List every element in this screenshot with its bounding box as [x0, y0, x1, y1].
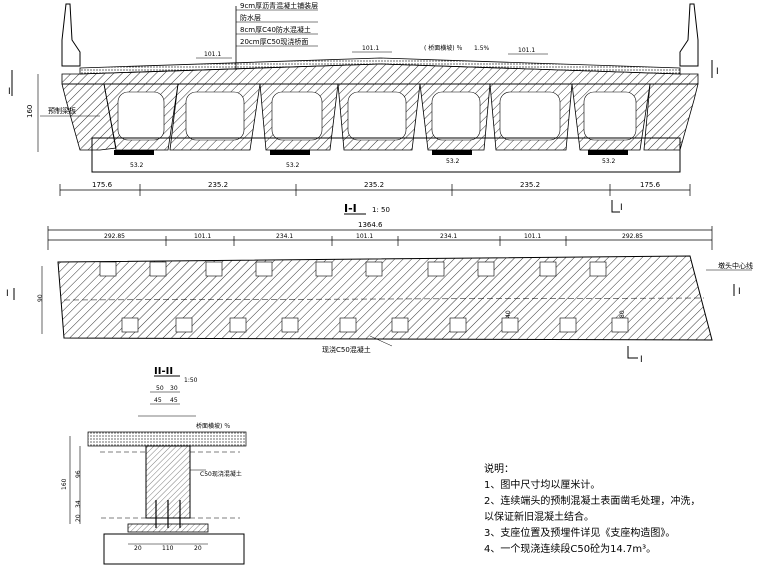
- layer-label-1: 9cm厚沥青混凝土铺装层: [240, 1, 318, 10]
- detail-scale: 1:50: [184, 377, 198, 384]
- plan-dim-2: 101.1: [194, 233, 211, 240]
- bottom-dim-4: 235.2: [520, 181, 540, 189]
- height-dim: 160: [26, 105, 34, 118]
- bearing-dim-2: 53.2: [286, 162, 300, 169]
- detail-cast-block: [145, 445, 191, 519]
- left-parapet: [61, 3, 81, 67]
- detail-dim-2: 30: [170, 385, 178, 392]
- detail-dim-3: 45: [154, 397, 162, 404]
- plan-dim-5: 234.1: [440, 233, 457, 240]
- section-mark-left: I: [8, 87, 11, 97]
- detail-dim-4: 45: [170, 397, 178, 404]
- layer-label-3: 8cm厚C40防水混凝土: [240, 25, 311, 34]
- detail-cast-label: C50现浇混凝土: [200, 470, 242, 478]
- pier-centerline-label: 墩头中心线: [718, 261, 753, 270]
- plan-dim-6: 101.1: [524, 233, 541, 240]
- bottom-dim-5: 175.6: [640, 181, 661, 189]
- bearing-dim-4: 53.2: [602, 158, 616, 165]
- pier-cap: [91, 137, 681, 173]
- detail-height-2: 96: [75, 470, 82, 478]
- notes-heading: 说明：: [484, 464, 514, 475]
- plan-cast-label: 现浇C50混凝土: [322, 345, 371, 354]
- detail-bottom-2: 110: [162, 545, 174, 552]
- top-dim-3: 101.1: [518, 47, 535, 54]
- cross-section-view: 9cm厚沥青混凝土铺装层 防水层 8cm厚C40防水混凝土 20cm厚C50现浇…: [8, 1, 719, 215]
- detail-bearing: [127, 523, 209, 533]
- plan-dim-3: 234.1: [276, 233, 293, 240]
- note-item-3: 3、支座位置及预埋件详见《支座构造图》。: [484, 528, 676, 539]
- bottom-dim-1: 175.6: [92, 181, 113, 189]
- layer-label-2: 防水层: [240, 13, 261, 22]
- section-scale: 1: 50: [372, 206, 390, 214]
- plan-section-mark-left: I: [6, 289, 9, 299]
- plan-dim-4: 101.1: [356, 233, 373, 240]
- plan-total-dim: 1364.6: [358, 221, 383, 229]
- note-item-1: 1、图中尺寸均以厘米计。: [484, 480, 601, 491]
- bottom-dim-2: 235.2: [208, 181, 228, 189]
- top-dim-1: 101.1: [204, 51, 221, 58]
- plan-dim-1: 292.85: [104, 233, 125, 240]
- plan-dim-7: 292.85: [622, 233, 643, 240]
- plan-beam-gaps: [99, 261, 629, 333]
- detail-slope: 桥面横坡) ％: [196, 422, 230, 430]
- detail-height-4: 20: [75, 514, 82, 522]
- box-girders: [61, 83, 699, 151]
- detail-bottom-3: 20: [194, 545, 202, 552]
- notes-block: 说明： 1、图中尺寸均以厘米计。 2、连续端头的预制混凝土表面凿毛处理，冲洗， …: [484, 462, 754, 558]
- plan-cut-mark: I: [640, 355, 643, 365]
- plan-view: 1364.6 292.85 101.1 234.1 101.1 234.1 10…: [6, 221, 753, 365]
- note-item-2b: 以保证新旧混凝土结合。: [484, 512, 594, 523]
- bearings: [114, 150, 628, 155]
- section-title: I-I: [344, 202, 357, 215]
- detail-dim-1: 50: [156, 385, 164, 392]
- beam-label: 预制梁板: [48, 106, 76, 115]
- plan-left-height: 90: [37, 294, 44, 302]
- top-dim-2: 101.1: [362, 45, 379, 52]
- bearing-dim-1: 53.2: [130, 162, 144, 169]
- detail-pier-cap: [103, 533, 245, 565]
- bearing-dim-3: 53.2: [446, 158, 460, 165]
- detail-title: II-II: [154, 366, 173, 377]
- slope-value: 1.5%: [474, 45, 490, 52]
- detail-height-1: 160: [61, 478, 68, 490]
- plan-inner-dim-2: 80: [619, 310, 626, 318]
- detail-bottom-1: 20: [134, 545, 142, 552]
- bottom-dim-3: 235.2: [364, 181, 384, 189]
- plan-section-mark-right: I: [738, 287, 741, 297]
- right-parapet: [679, 3, 699, 67]
- section-mark-right: I: [716, 67, 719, 77]
- layer-label-4: 20cm厚C50现浇桥面: [240, 37, 308, 46]
- detail-view: II-II 1:50 50 30 45 45 桥面横坡) ％ C50现浇混凝土 …: [61, 366, 247, 565]
- note-item-2: 2、连续端头的预制混凝土表面凿毛处理，冲洗，: [484, 496, 701, 507]
- detail-height-3: 34: [75, 500, 82, 508]
- note-item-4: 4、一个现浇连续段C50砼为14.7m³。: [484, 544, 657, 555]
- slope-label: ( 桥面横坡) ％: [424, 44, 463, 52]
- detail-deck: [87, 431, 247, 447]
- plan-inner-dim-1: 40: [505, 310, 512, 318]
- section-cut-mark: I: [620, 203, 623, 213]
- plan-slab: [57, 255, 713, 341]
